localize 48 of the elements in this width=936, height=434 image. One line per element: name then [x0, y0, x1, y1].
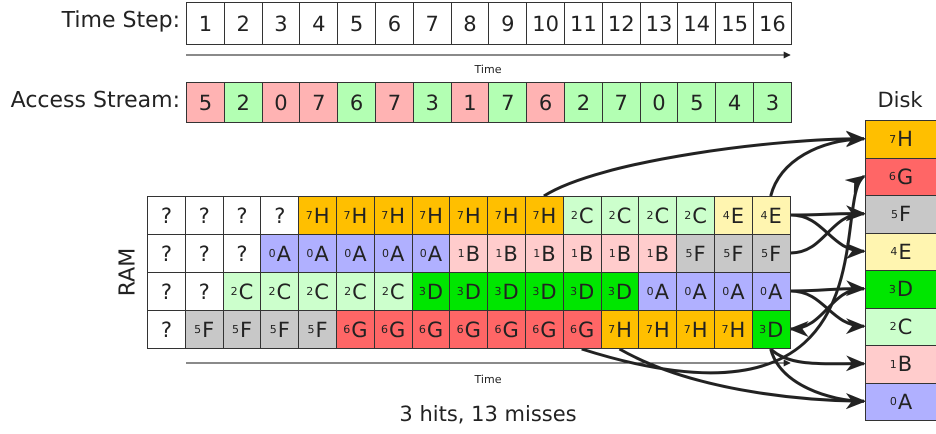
- time-step-cell: 11: [564, 2, 603, 45]
- access-cell: 7: [602, 82, 641, 123]
- time-step-cell: 4: [299, 2, 338, 45]
- time-step-cell: 3: [262, 2, 300, 45]
- row-label: Access Stream:: [10, 88, 180, 113]
- time-step-cell: 2: [224, 2, 263, 45]
- access-cell: 7: [375, 82, 414, 123]
- access-cell: 5: [677, 82, 716, 123]
- time-step-cell: 14: [677, 2, 716, 45]
- access-cell: 0: [262, 82, 300, 123]
- access-cell: 7: [299, 82, 338, 123]
- access-cell: 1: [450, 82, 490, 123]
- access-cell: 2: [224, 82, 263, 123]
- time-step-cell: 8: [450, 2, 490, 45]
- arrow: [790, 214, 866, 258]
- time-step-cell: 10: [526, 2, 565, 45]
- ram-cell: ?: [147, 310, 186, 349]
- access-cell: 3: [412, 82, 452, 123]
- time-step-cell: 16: [753, 2, 792, 45]
- access-cell: 0: [640, 82, 678, 123]
- time-step-cell: 1: [186, 2, 225, 45]
- time-step-cell: 6: [375, 2, 414, 45]
- arrow: [543, 130, 866, 198]
- arrow: [770, 348, 866, 372]
- time-step-cell: 5: [337, 2, 376, 45]
- arrow: [581, 174, 866, 374]
- time-step-cell: 13: [640, 2, 678, 45]
- axis-label: Time: [474, 63, 502, 76]
- time-step-cell: 9: [488, 2, 528, 45]
- column-heading: Disk: [877, 88, 923, 112]
- access-cell: 4: [715, 82, 754, 123]
- access-cell: 6: [526, 82, 565, 123]
- ram-cell: ?: [147, 196, 186, 235]
- arrow: [618, 348, 866, 409]
- access-cell: 7: [488, 82, 528, 123]
- time-step-cell: 15: [715, 2, 754, 45]
- access-cell: 3: [753, 82, 792, 123]
- access-cell: 2: [564, 82, 603, 123]
- access-cell: 6: [337, 82, 376, 123]
- time-step-cell: 7: [412, 2, 452, 45]
- row-label: RAM: [116, 248, 140, 296]
- axis-label: Time: [474, 373, 502, 386]
- arrow: [790, 207, 866, 254]
- time-step-cell: 12: [602, 2, 641, 45]
- access-cell: 5: [186, 82, 225, 123]
- row-label: Time Step:: [62, 8, 180, 33]
- caption: 3 hits, 13 misses: [399, 402, 577, 426]
- arrow: [769, 132, 866, 196]
